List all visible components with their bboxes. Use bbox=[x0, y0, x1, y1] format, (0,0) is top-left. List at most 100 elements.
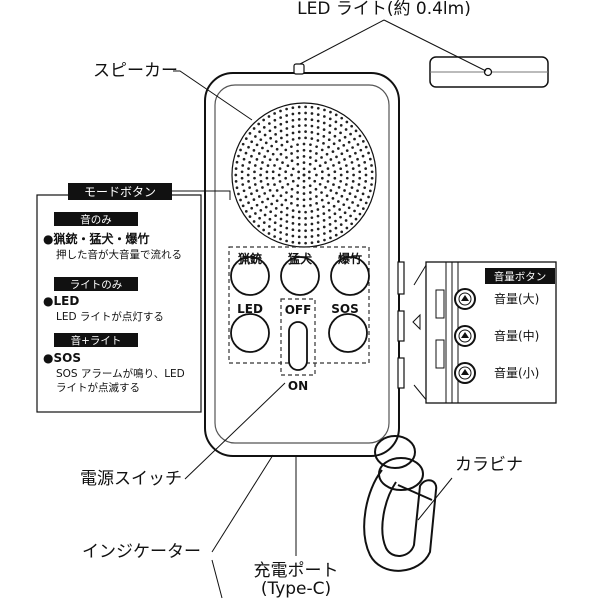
speaker-hole bbox=[367, 195, 370, 199]
speaker-hole bbox=[335, 191, 338, 195]
speaker-hole bbox=[273, 164, 276, 167]
speaker-hole bbox=[353, 209, 356, 213]
speaker-hole bbox=[304, 111, 307, 115]
speaker-hole bbox=[310, 216, 314, 220]
speaker-hole bbox=[286, 182, 290, 186]
speaker-hole bbox=[352, 173, 355, 177]
speaker-hole bbox=[332, 164, 335, 167]
speaker-hole bbox=[367, 151, 370, 155]
speaker-hole bbox=[308, 170, 311, 174]
speaker-hole bbox=[285, 206, 289, 210]
speaker-hole bbox=[322, 121, 326, 125]
power-switch-label: 電源スイッチ bbox=[80, 469, 182, 489]
speaker-hole bbox=[370, 176, 374, 180]
speaker-hole bbox=[313, 179, 317, 183]
speaker-hole bbox=[258, 216, 261, 220]
speaker-hole bbox=[248, 215, 252, 218]
speaker-hole bbox=[304, 235, 307, 239]
charge-port-label: 充電ポート bbox=[254, 561, 339, 581]
power-switch-slot[interactable] bbox=[288, 321, 308, 371]
speaker-hole bbox=[357, 164, 361, 167]
speaker-hole bbox=[343, 189, 346, 192]
speaker-hole bbox=[267, 115, 271, 118]
volume-up-label: 音量(大) bbox=[494, 291, 539, 306]
speaker-hole bbox=[334, 226, 338, 230]
speaker-hole bbox=[349, 214, 352, 218]
speaker-hole bbox=[340, 152, 344, 156]
speaker-hole bbox=[284, 176, 288, 180]
led-light-callout-right bbox=[383, 19, 487, 72]
speaker-hole bbox=[296, 191, 299, 194]
speaker-hole bbox=[297, 223, 301, 226]
hunting-button[interactable] bbox=[230, 256, 270, 296]
speaker-hole bbox=[328, 216, 332, 219]
speaker-hole bbox=[291, 222, 295, 225]
speaker-hole bbox=[350, 222, 354, 226]
speaker-hole bbox=[361, 140, 365, 143]
speaker-hole bbox=[291, 228, 295, 232]
speaker-hole bbox=[250, 192, 253, 196]
speaker-hole bbox=[310, 241, 314, 245]
speaker-hole bbox=[234, 180, 238, 183]
speaker-hole bbox=[261, 186, 264, 189]
side-volume-button-up[interactable] bbox=[397, 261, 405, 295]
speaker-hole bbox=[302, 173, 306, 177]
led-button-label: LED bbox=[237, 302, 263, 316]
speaker-hole bbox=[290, 152, 293, 155]
speaker-hole bbox=[254, 212, 257, 215]
speaker-hole bbox=[324, 186, 327, 189]
device-body-inner bbox=[214, 84, 390, 444]
speaker-hole bbox=[296, 184, 300, 188]
speaker-hole bbox=[291, 209, 295, 212]
speaker-hole bbox=[279, 231, 282, 234]
speaker-hole bbox=[304, 130, 307, 133]
power-switch-callout bbox=[184, 382, 286, 480]
speaker-hole bbox=[370, 164, 373, 167]
speaker-hole bbox=[334, 233, 338, 237]
speaker-hole bbox=[267, 232, 271, 235]
volume-mid-icon[interactable] bbox=[454, 325, 476, 347]
speaker-hole bbox=[261, 161, 264, 164]
speaker-hole bbox=[315, 173, 318, 177]
speaker-hole bbox=[273, 125, 277, 129]
volume-down-icon[interactable] bbox=[454, 362, 476, 384]
speaker-hole bbox=[343, 158, 346, 161]
speaker-hole bbox=[316, 126, 320, 129]
speaker-hole bbox=[279, 109, 282, 113]
side-volume-button-down[interactable] bbox=[397, 357, 405, 389]
speaker-hole bbox=[268, 188, 272, 192]
speaker-hole bbox=[253, 176, 256, 180]
speaker-hole bbox=[325, 194, 329, 198]
speaker-hole bbox=[323, 238, 326, 242]
volume-up-icon[interactable] bbox=[454, 288, 476, 310]
speaker-hole bbox=[257, 224, 261, 228]
firecracker-button[interactable] bbox=[330, 256, 370, 296]
speaker-hole bbox=[314, 159, 318, 163]
speaker-hole bbox=[370, 170, 374, 174]
speaker-hole bbox=[284, 148, 288, 152]
speaker-hole bbox=[285, 213, 289, 217]
speaker-hole bbox=[370, 183, 373, 186]
speaker-hole bbox=[297, 136, 301, 140]
speaker-hole bbox=[318, 164, 322, 168]
speaker-hole bbox=[255, 158, 259, 161]
carabiner-label: カラビナ bbox=[455, 455, 523, 475]
speaker-hole bbox=[240, 176, 244, 180]
speaker-hole bbox=[242, 157, 246, 161]
speaker-hole bbox=[290, 173, 293, 177]
speaker-hole bbox=[290, 187, 294, 191]
speaker-hole bbox=[279, 129, 283, 133]
speaker-hole bbox=[316, 240, 320, 244]
speaker-hole bbox=[248, 186, 251, 189]
speaker-hole bbox=[337, 147, 340, 150]
dog-button[interactable] bbox=[280, 256, 320, 296]
side-volume-button-mid[interactable] bbox=[397, 310, 405, 342]
speaker-hole bbox=[262, 221, 266, 224]
speaker-hole bbox=[259, 138, 263, 142]
speaker-hole bbox=[339, 124, 343, 127]
speaker-hole bbox=[273, 221, 277, 225]
speaker-hole bbox=[310, 124, 314, 128]
led-button[interactable] bbox=[230, 313, 270, 353]
sos-button[interactable] bbox=[328, 313, 368, 353]
speaker-hole bbox=[349, 132, 352, 136]
